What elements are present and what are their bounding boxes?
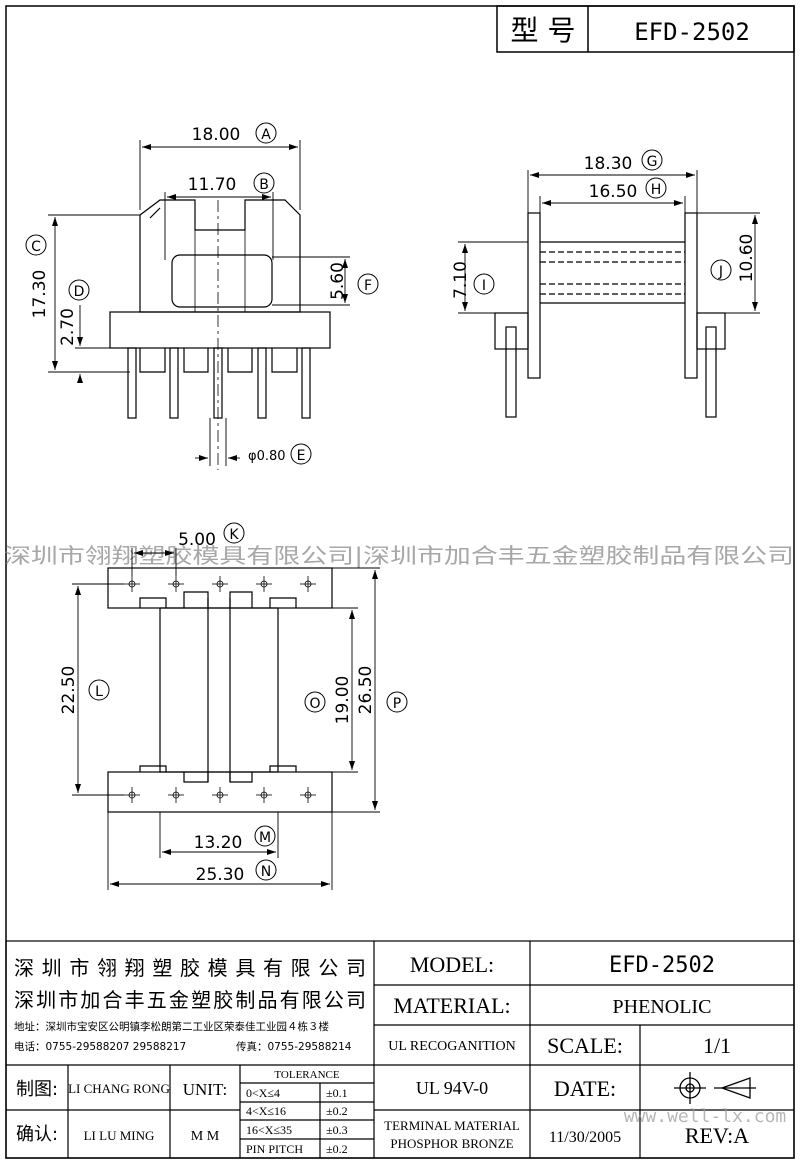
date-label: DATE: — [554, 1076, 616, 1101]
pin-top-4 — [256, 576, 272, 592]
dim-f-value: 5.60 — [328, 262, 348, 300]
side-view-dimensions — [458, 170, 760, 314]
dim-i-value: 7.10 — [451, 261, 471, 299]
dim-l-value: 22.50 — [59, 666, 79, 715]
tolerance-value-1: ±0.1 — [326, 1086, 348, 1100]
side-view-labels: 18.30 G 16.50 H 7.10 I J 10.60 — [451, 149, 757, 299]
pin-bottom-1 — [124, 787, 140, 803]
dim-o-letter: O — [309, 696, 320, 712]
front-view-dimensions — [48, 140, 350, 466]
dim-d-value: 2.70 — [58, 308, 78, 346]
dim-a-letter: A — [261, 127, 271, 143]
pin-top-1 — [124, 576, 140, 592]
dim-n-value: 25.30 — [196, 865, 245, 885]
bottom-view-labels: 5.00 K 22.50 L O 19.00 26.50 P 13.20 M 2… — [59, 522, 408, 885]
header-model-label: 型 号 — [511, 14, 576, 47]
bottom-view-dimensions — [72, 548, 380, 890]
terminal-material-line2: PHOSPHOR BRONZE — [390, 1136, 513, 1151]
title-block-text: 深圳市翎翔塑胶模具有限公司 深圳市加合丰五金塑胶制品有限公司 地址：深圳市宝安区… — [14, 952, 786, 1156]
terminal-material-line1: TERMINAL MATERIAL — [384, 1118, 520, 1133]
dim-o-value: 19.00 — [333, 676, 353, 725]
company-fax: 传真：0755-29588214 — [236, 1040, 352, 1053]
drawn-by-value: LI CHANG RONG — [68, 1081, 170, 1096]
material-label: MATERIAL: — [393, 993, 510, 1018]
dim-f-letter: F — [364, 278, 372, 294]
dim-g-letter: G — [647, 154, 658, 170]
side-view — [494, 212, 726, 418]
dim-e-letter: E — [297, 448, 306, 464]
tolerance-range-1: 0<X≤4 — [246, 1086, 280, 1100]
pin-bottom-3 — [212, 787, 228, 803]
scale-label: SCALE: — [547, 1033, 623, 1058]
dim-g-value: 18.30 — [584, 154, 633, 174]
watermark-website: www.well-lx.com — [624, 1106, 787, 1127]
tolerance-value-2: ±0.2 — [326, 1104, 348, 1118]
date-value: 11/30/2005 — [549, 1129, 621, 1146]
watermark-company-line: 深圳市翎翔塑胶模具有限公司|深圳市加合丰五金塑胶制品有限公司 — [4, 544, 794, 569]
pin-bottom-5 — [300, 787, 316, 803]
dim-b-letter: B — [259, 177, 269, 193]
dim-h-value: 16.50 — [589, 182, 638, 202]
ul-value: UL 94V-0 — [416, 1078, 488, 1098]
ul-label: UL RECOGANITION — [388, 1039, 515, 1054]
company-address: 地址：深圳市宝安区公明镇李松朗第二工业区荣泰佳工业园４栋３楼 — [14, 1020, 329, 1033]
dim-c-letter: C — [31, 239, 41, 255]
tolerance-value-3: ±0.3 — [326, 1123, 348, 1137]
header-model-value: EFD-2502 — [634, 18, 750, 46]
dim-l-letter: L — [95, 684, 103, 700]
dim-n-letter: N — [261, 864, 271, 880]
dim-m-letter: M — [259, 830, 271, 846]
scale-value: 1/1 — [703, 1033, 731, 1058]
unit-value: M M — [191, 1129, 220, 1144]
header-model-box: 型 号 EFD-2502 — [496, 5, 795, 53]
material-value: PHENOLIC — [613, 996, 712, 1018]
dim-d-letter: D — [74, 284, 85, 300]
dim-p-letter: P — [393, 696, 401, 712]
dim-h-letter: H — [651, 182, 662, 198]
dim-j-value: 10.60 — [737, 234, 757, 283]
pin-top-5 — [300, 576, 316, 592]
bottom-view — [107, 567, 333, 813]
company-name-1: 深圳市翎翔塑胶模具有限公司 — [14, 956, 366, 980]
tolerance-title: TOLERANCE — [274, 1069, 339, 1081]
title-block — [5, 940, 795, 1159]
company-name-2: 深圳市加合丰五金塑胶制品有限公司 — [14, 988, 366, 1012]
checked-by-value: LI LU MING — [84, 1128, 155, 1143]
bottom-view-pins — [124, 576, 316, 803]
dim-i-letter: I — [482, 278, 486, 294]
dim-k-value: 5.00 — [178, 530, 216, 550]
unit-label: UNIT: — [183, 1080, 227, 1099]
tolerance-range-4: PIN PITCH — [246, 1142, 303, 1156]
pin-top-2 — [168, 576, 184, 592]
dim-j-letter: J — [718, 264, 723, 280]
projection-symbol-icon — [674, 1072, 756, 1104]
dim-m-value: 13.20 — [194, 833, 243, 853]
company-phone: 电话：0755-29588207 29588217 — [14, 1040, 186, 1053]
rev-label: REV:A — [685, 1123, 749, 1148]
dim-p-value: 26.50 — [356, 666, 376, 715]
front-view — [109, 199, 331, 470]
tolerance-range-2: 4<X≤16 — [246, 1104, 286, 1118]
dim-e-value: φ0.80 — [248, 449, 286, 464]
dim-b-value: 11.70 — [188, 175, 237, 195]
model-value: EFD-2502 — [609, 953, 715, 978]
front-view-labels: 18.00 A 11.70 B C 17.30 D 2.70 5.60 F φ0… — [25, 122, 379, 465]
pin-bottom-2 — [168, 787, 184, 803]
pin-top-3 — [212, 576, 228, 592]
tolerance-value-4: ±0.2 — [326, 1142, 348, 1156]
dim-k-letter: K — [229, 527, 239, 543]
pin-bottom-4 — [256, 787, 272, 803]
model-label: MODEL: — [410, 952, 494, 977]
drawn-by-label: 制图: — [16, 1079, 58, 1100]
checked-by-label: 确认: — [16, 1124, 58, 1145]
dim-a-value: 18.00 — [192, 125, 241, 145]
tolerance-range-3: 16<X≤35 — [246, 1123, 292, 1137]
dim-c-value: 17.30 — [30, 270, 50, 319]
